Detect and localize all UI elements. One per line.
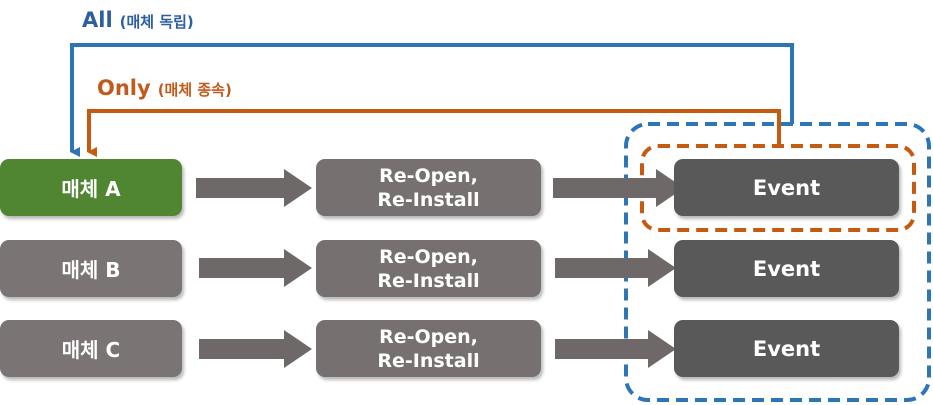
media-a-box: 매체 A	[0, 159, 182, 216]
only-connector-line	[87, 109, 781, 157]
event-a-box: Event	[674, 159, 899, 216]
reopen-a-line1: Re-Open,	[379, 164, 478, 187]
event-b-label: Event	[752, 256, 821, 281]
event-b-box: Event	[674, 240, 899, 297]
arrow-a-reopen-to-event	[553, 169, 684, 207]
media-a-label: 매체 A	[61, 177, 121, 201]
event-c-box: Event	[674, 320, 899, 377]
media-c-label: 매체 C	[61, 338, 121, 362]
event-a-label: Event	[752, 175, 821, 200]
media-c-box: 매체 C	[0, 320, 182, 377]
media-b-box: 매체 B	[0, 240, 182, 297]
all-label-main: All	[82, 8, 113, 32]
arrow-c-media-to-reopen	[199, 330, 312, 368]
reopen-c-line2: Re-Install	[377, 349, 480, 372]
only-label: Only (매체 종속)	[97, 76, 232, 100]
all-label: All (매체 독립)	[82, 8, 194, 32]
only-label-sub: (매체 종속)	[157, 81, 232, 99]
arrow-b-reopen-to-event	[555, 249, 676, 287]
reopen-a-line2: Re-Install	[377, 188, 480, 211]
reopen-b-line2: Re-Install	[377, 269, 480, 292]
arrow-b-media-to-reopen	[199, 249, 312, 287]
arrow-c-reopen-to-event	[555, 330, 676, 368]
reopen-c-box: Re-Open, Re-Install	[316, 320, 541, 377]
media-b-label: 매체 B	[61, 258, 121, 282]
reopen-a-box: Re-Open, Re-Install	[316, 159, 541, 216]
reopen-b-line1: Re-Open,	[379, 245, 478, 268]
arrow-a-media-to-reopen	[196, 169, 312, 207]
flow-arrows	[196, 169, 684, 368]
reopen-c-line1: Re-Open,	[379, 325, 478, 348]
all-label-sub: (매체 독립)	[119, 13, 194, 31]
only-label-main: Only	[97, 76, 151, 100]
reopen-b-box: Re-Open, Re-Install	[316, 240, 541, 297]
all-connector-line	[70, 43, 794, 157]
event-c-label: Event	[752, 336, 821, 361]
